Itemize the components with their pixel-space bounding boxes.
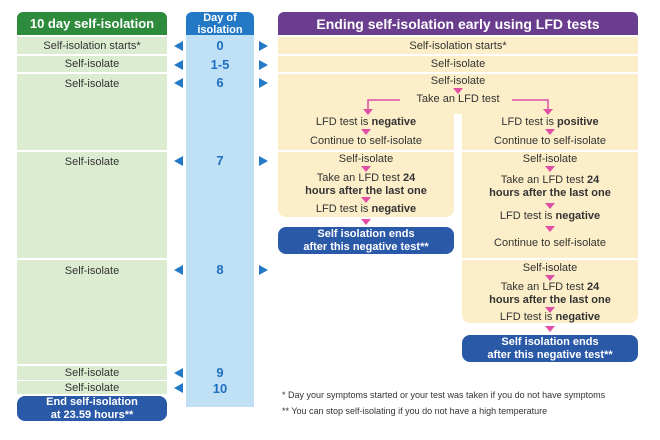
- neg-result-word: negative: [371, 203, 417, 215]
- day-9: 9: [216, 365, 224, 380]
- pos-result-word: negative: [555, 311, 601, 323]
- take-test-text: Take an LFD test: [316, 172, 400, 184]
- flow-take-test: Take an LFD test: [416, 93, 500, 105]
- pos-continue-2: Continue to self-isolate: [494, 237, 606, 249]
- left-end-box: End self-isolation at 23.59 hours**: [17, 396, 167, 421]
- footnote-1: * Day your symptoms started or your test…: [282, 390, 606, 400]
- pos-result-prefix: LFD test is: [499, 210, 553, 222]
- left-row-9: Self-isolate: [17, 366, 167, 380]
- left-row-6: Self-isolate: [17, 74, 167, 150]
- day-1-5: 1-5: [210, 57, 230, 72]
- neg-result-2: LFD test is negative: [278, 203, 454, 216]
- take-test-text: Take an LFD test: [500, 281, 584, 293]
- neg-self-isolate: Self-isolate: [338, 153, 394, 165]
- take-test-hours: 24: [402, 172, 416, 184]
- left-header: 10 day self-isolation: [17, 12, 167, 35]
- neg-take-test-24: Take an LFD test 24 hours after the last…: [278, 172, 454, 198]
- pos-end-line1: Self isolation ends: [501, 335, 599, 348]
- arrow-left-icon: [174, 156, 183, 166]
- pink-arrow-icon: [361, 166, 371, 172]
- day-0: 0: [216, 38, 224, 53]
- branch-arrows-icon: [363, 99, 553, 115]
- pos-result-word: negative: [555, 210, 601, 222]
- pink-arrow-icon: [545, 275, 555, 281]
- pos-result: LFD test is positive: [462, 116, 638, 129]
- right-header: Ending self-isolation early using LFD te…: [278, 12, 638, 35]
- pos-end-line2: after this negative test**: [487, 348, 613, 361]
- pink-arrow-icon: [545, 326, 555, 332]
- pos-self-isolate-7: Self-isolate: [522, 153, 578, 165]
- pink-arrow-icon: [453, 88, 463, 94]
- day-header-line2: isolation: [197, 23, 243, 36]
- left-row-7: Self-isolate: [17, 152, 167, 258]
- pos-take-test-24: Take an LFD test 24 hours after the last…: [462, 174, 638, 200]
- day-6: 6: [216, 75, 224, 90]
- arrow-right-icon: [259, 41, 268, 51]
- arrow-left-icon: [174, 41, 183, 51]
- arrow-right-icon: [259, 156, 268, 166]
- take-test-text: Take an LFD test: [500, 174, 584, 186]
- take-test-after: hours after the last one: [489, 294, 611, 306]
- left-row-1-5: Self-isolate: [17, 56, 167, 72]
- left-row-start: Self-isolation starts*: [17, 37, 167, 54]
- arrow-right-icon: [259, 265, 268, 275]
- pink-arrow-icon: [545, 203, 555, 209]
- neg-continue: Continue to self-isolate: [310, 135, 422, 147]
- left-end-line1: End self-isolation: [46, 395, 138, 408]
- pink-arrow-icon: [545, 226, 555, 232]
- divider: [462, 150, 638, 152]
- pink-arrow-icon: [361, 129, 371, 135]
- flow-positive-branch: [462, 113, 638, 323]
- pos-result-prefix: LFD test is: [501, 116, 554, 128]
- pos-take-test-24-b: Take an LFD test 24 hours after the last…: [462, 281, 638, 307]
- pos-self-isolate-8: Self-isolate: [522, 262, 578, 274]
- left-row-8: Self-isolate: [17, 260, 167, 364]
- day-8: 8: [216, 262, 224, 277]
- neg-result-prefix: LFD test is: [315, 116, 369, 128]
- flow-isolate-6: Self-isolate: [430, 75, 486, 87]
- neg-result: LFD test is negative: [278, 116, 454, 129]
- left-end-line2: at 23.59 hours**: [50, 408, 134, 421]
- arrow-left-icon: [174, 60, 183, 70]
- pink-arrow-icon: [361, 197, 371, 203]
- neg-end-line2: after this negative test**: [303, 240, 429, 253]
- take-test-after: hours after the last one: [489, 187, 611, 199]
- flow-day6-top: [278, 74, 638, 114]
- day-header: Day of isolation: [186, 11, 254, 36]
- arrow-left-icon: [174, 383, 183, 393]
- divider: [278, 150, 454, 152]
- day-10: 10: [212, 381, 228, 396]
- take-test-hours: 24: [586, 174, 600, 186]
- arrow-left-icon: [174, 368, 183, 378]
- arrow-left-icon: [174, 78, 183, 88]
- take-test-after: hours after the last one: [305, 185, 427, 197]
- pink-arrow-icon: [545, 307, 555, 313]
- pink-arrow-icon: [361, 219, 371, 225]
- take-test-hours: 24: [586, 281, 600, 293]
- arrow-right-icon: [259, 60, 268, 70]
- pos-end-box: Self isolation ends after this negative …: [462, 335, 638, 362]
- footnote-2: ** You can stop self-isolating if you do…: [282, 406, 548, 416]
- pos-result-word: positive: [557, 116, 599, 128]
- day-header-line1: Day of: [203, 11, 237, 24]
- neg-end-box: Self isolation ends after this negative …: [278, 227, 454, 254]
- pink-arrow-icon: [545, 129, 555, 135]
- neg-result-word: negative: [371, 116, 417, 128]
- day-7: 7: [216, 153, 224, 168]
- pink-arrow-icon: [545, 166, 555, 172]
- pos-result-neg: LFD test is negative: [462, 210, 638, 223]
- pos-result-prefix: LFD test is: [499, 311, 553, 323]
- left-row-10: Self-isolate: [17, 381, 167, 394]
- divider: [462, 258, 638, 260]
- arrow-left-icon: [174, 265, 183, 275]
- neg-end-line1: Self isolation ends: [317, 227, 415, 240]
- arrow-right-icon: [259, 78, 268, 88]
- neg-result-prefix: LFD test is: [315, 203, 369, 215]
- flow-start: Self-isolation starts*: [278, 37, 638, 54]
- flow-isolate-1-5: Self-isolate: [278, 56, 638, 72]
- day-column: [186, 35, 254, 407]
- pos-continue: Continue to self-isolate: [494, 135, 606, 147]
- pos-result-neg-2: LFD test is negative: [462, 311, 638, 324]
